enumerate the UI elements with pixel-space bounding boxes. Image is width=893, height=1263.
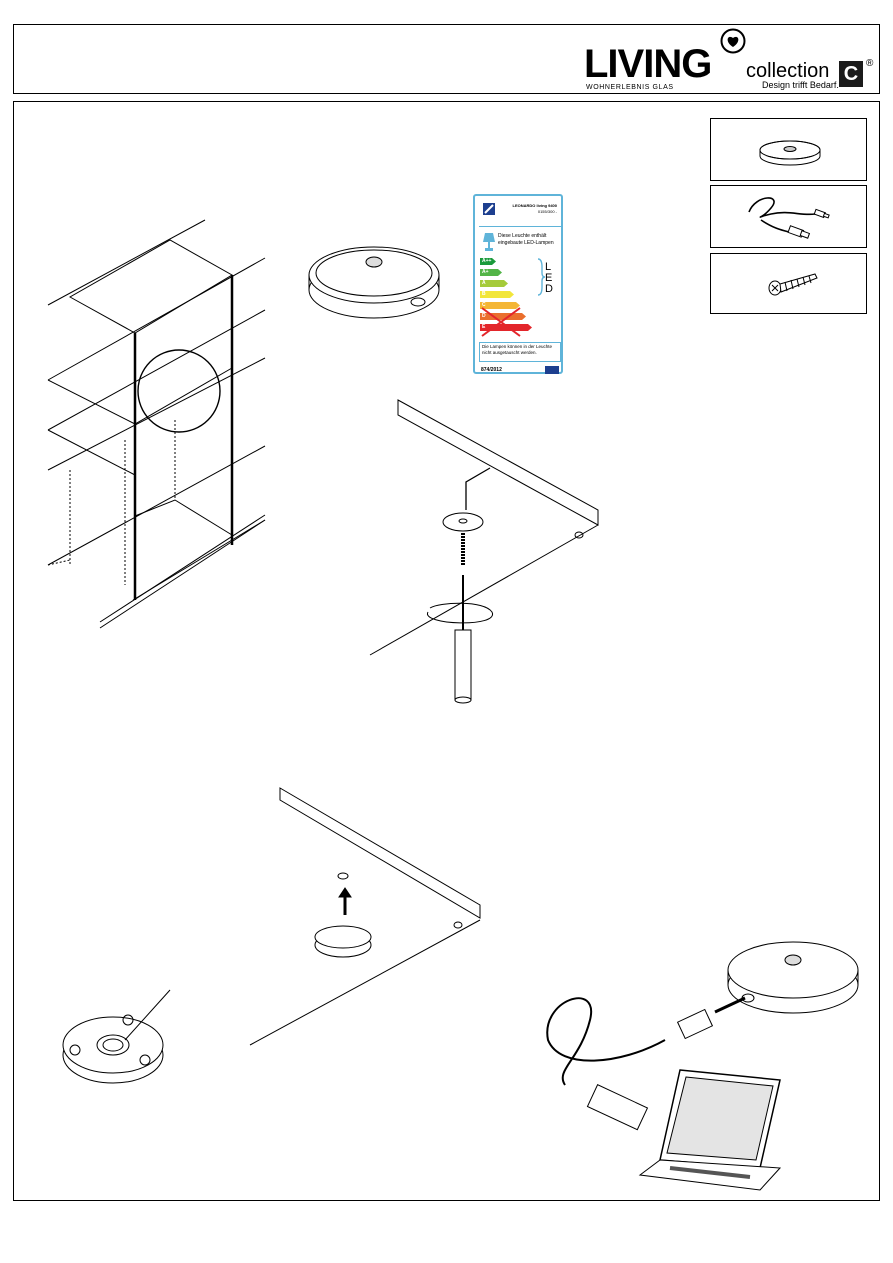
heart-logo-icon bbox=[720, 28, 746, 54]
disc-underside bbox=[62, 989, 171, 1084]
collection-letter: C bbox=[839, 61, 863, 87]
energy-class-bar: A+ bbox=[480, 269, 502, 276]
energy-class-bar: A bbox=[480, 280, 508, 287]
lamp-icon bbox=[483, 233, 495, 251]
label-led-letters: L E D bbox=[545, 261, 553, 295]
label-notice: Diese Leuchte enthält eingebaute LED-Lam… bbox=[498, 233, 554, 246]
collection-word: collection bbox=[746, 60, 830, 82]
screw-icon bbox=[768, 273, 818, 296]
label-code: 0155/300 - bbox=[537, 209, 557, 214]
disc-light-large bbox=[308, 246, 440, 319]
energy-class-bar: D bbox=[480, 313, 526, 320]
collection-tagline: Design trifft Bedarf. bbox=[762, 80, 839, 90]
living-wordmark: LIVING bbox=[584, 42, 712, 86]
part-box-disc-light bbox=[710, 118, 867, 181]
brace-icon bbox=[537, 258, 545, 296]
eu-flag-small-icon bbox=[545, 366, 559, 374]
energy-class-bar: E bbox=[480, 324, 532, 331]
detail-circle bbox=[137, 349, 221, 433]
usb-connection bbox=[546, 941, 859, 1191]
cabinet-drawing bbox=[47, 219, 266, 629]
led-disc-icon bbox=[759, 140, 821, 166]
eu-flag-icon bbox=[483, 203, 495, 215]
registered-mark: ® bbox=[866, 58, 874, 69]
energy-class-bar: C bbox=[480, 302, 520, 309]
part-box-usb-cable bbox=[710, 185, 867, 248]
energy-class-bar: A++ bbox=[480, 258, 496, 265]
main-frame bbox=[13, 101, 880, 1201]
living-tagline: WOHNERLEBNIS GLAS bbox=[586, 84, 674, 91]
usb-cable-icon bbox=[748, 197, 830, 239]
part-box-screw bbox=[710, 253, 867, 314]
energy-class-bar: B bbox=[480, 291, 514, 298]
energy-label: LEONARDO living 9400 0155/300 - Diese Le… bbox=[473, 194, 563, 374]
label-regulation: 874/2012 bbox=[481, 367, 502, 373]
install-step-1 bbox=[369, 399, 599, 704]
brand-logo: LIVING WOHNERLEBNIS GLAS collection Desi… bbox=[584, 28, 876, 92]
label-footer: Die Lampen können in der Leuchte nicht a… bbox=[479, 342, 561, 362]
cross-icon bbox=[481, 307, 521, 337]
install-step-2 bbox=[249, 787, 481, 1046]
header-frame bbox=[13, 24, 880, 94]
label-product: LEONARDO living 9400 bbox=[512, 203, 557, 208]
